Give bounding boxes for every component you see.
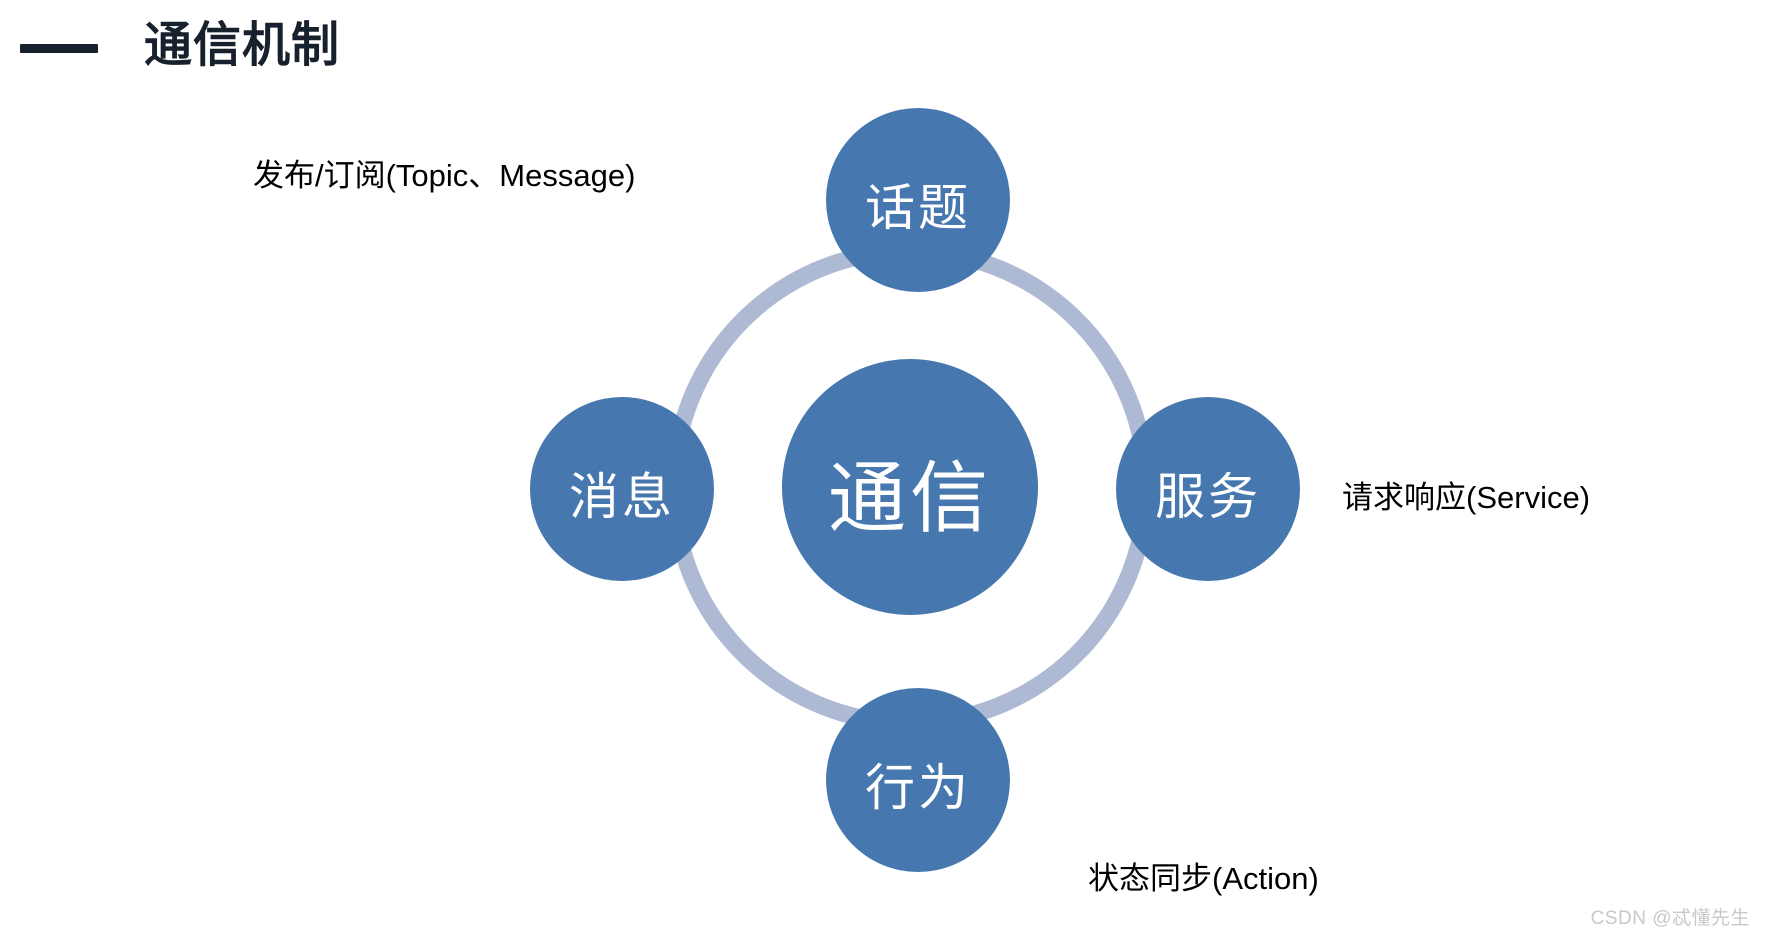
node-circle-topic[interactable] xyxy=(826,108,1010,292)
slide-header: 通信机制 xyxy=(0,0,1766,92)
caption-topic: 发布/订阅(Topic、Message) xyxy=(253,158,636,193)
caption-action: 状态同步(Action) xyxy=(1088,861,1319,896)
node-circle-center[interactable] xyxy=(782,359,1038,615)
node-circle-message[interactable] xyxy=(530,397,714,581)
caption-service: 请求响应(Service) xyxy=(1342,480,1591,515)
node-circle-service[interactable] xyxy=(1116,397,1300,581)
csdn-watermark: CSDN @忒懂先生 xyxy=(1590,908,1750,929)
page-title: 通信机制 xyxy=(144,19,341,72)
title-accent-dash xyxy=(20,43,98,53)
node-circle-action[interactable] xyxy=(826,688,1010,872)
